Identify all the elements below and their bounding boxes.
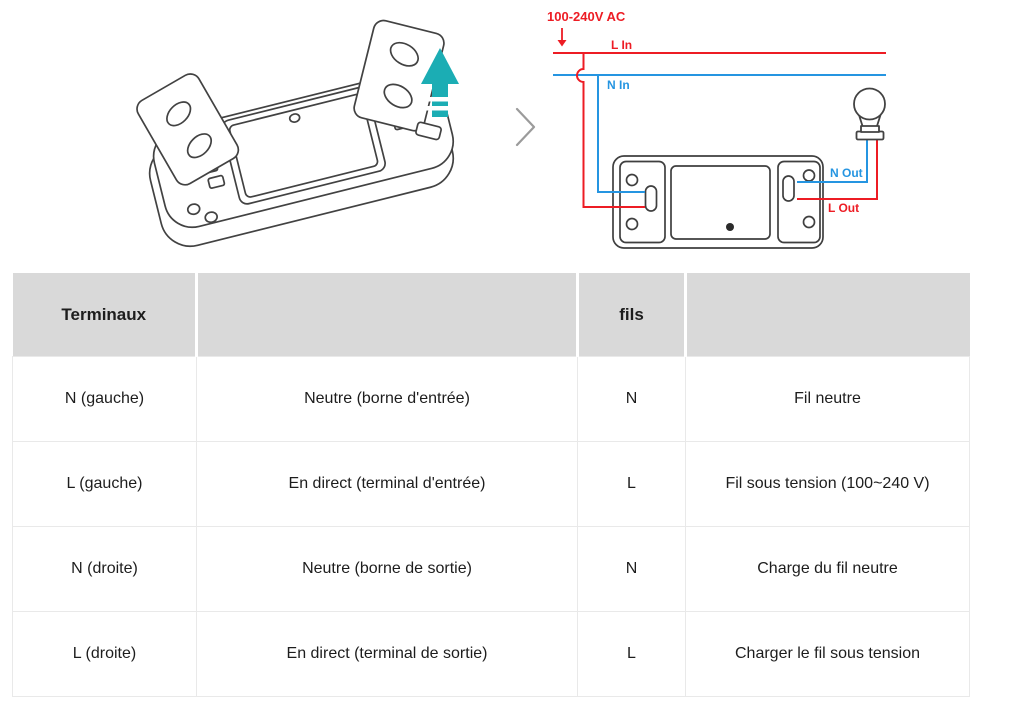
wire-desc-cell: Charge du fil neutre: [685, 526, 970, 612]
wire-cell: N: [577, 526, 686, 612]
live-input-drop-wire: [576, 53, 645, 208]
right-terminal-cover: [353, 19, 445, 141]
status-led-dot: [726, 223, 734, 231]
cover-latch: [415, 121, 442, 141]
screw-hole: [383, 83, 413, 109]
header-wire-description: [684, 273, 970, 357]
terminal-desc-cell: En direct (terminal d'entrée): [196, 441, 578, 527]
wiring-diagram: 100-240V AC L In N In: [547, 9, 886, 249]
screw-hole: [625, 173, 639, 187]
l-in-label: L In: [611, 38, 632, 52]
power-arrow-icon: [557, 28, 567, 47]
header-fils: fils: [576, 273, 686, 357]
terminal-desc-cell: Neutre (borne d'entrée): [196, 356, 578, 442]
terminal-cell: L (gauche): [12, 441, 197, 527]
n-in-label: N In: [607, 78, 630, 92]
left-terminal-cover: [136, 73, 240, 186]
live-out-wire: [797, 139, 878, 200]
wire-desc-cell: Fil sous tension (100~240 V): [685, 441, 970, 527]
neutral-input-drop-wire: [597, 75, 645, 193]
screw-hole: [802, 169, 816, 182]
terminal-desc-cell: En direct (terminal de sortie): [196, 611, 578, 697]
terminal-cell: L (droite): [12, 611, 197, 697]
left-wire-slot: [644, 185, 658, 212]
header-terminal-description: [195, 273, 578, 357]
table-row: N (droite) Neutre (borne de sortie) N Ch…: [12, 526, 970, 612]
terminal-wire-table: Terminaux fils N (gauche) Neutre (borne …: [12, 273, 970, 697]
screw-hole: [186, 133, 213, 159]
light-bulb-icon: [853, 87, 886, 141]
figures-area: 100-240V AC L In N In: [136, 9, 886, 249]
terminal-desc-cell: Neutre (borne de sortie): [196, 526, 578, 612]
terminal-cell: N (droite): [12, 526, 197, 612]
screw-hole: [389, 41, 419, 67]
wire-cell: N: [577, 356, 686, 442]
terminal-cell: N (gauche): [12, 356, 197, 442]
header-terminaux: Terminaux: [12, 273, 197, 357]
center-panel: [670, 165, 771, 240]
lift-arrow-icon: [421, 48, 459, 117]
terminal-table-section: Terminaux fils N (gauche) Neutre (borne …: [12, 273, 970, 697]
smart-switch-schematic: [612, 155, 824, 249]
chevron-right-icon: [515, 107, 536, 147]
button-knob: [288, 113, 301, 123]
table-header-row: Terminaux fils: [12, 273, 970, 357]
power-source-label: 100-240V AC: [547, 9, 626, 24]
table-row: L (gauche) En direct (terminal d'entrée)…: [12, 441, 970, 527]
right-wire-slot: [782, 175, 795, 202]
neutral-out-wire: [797, 139, 868, 183]
table-row: N (gauche) Neutre (borne d'entrée) N Fil…: [12, 356, 970, 442]
l-out-label: L Out: [828, 201, 859, 215]
wire-cell: L: [577, 441, 686, 527]
smart-switch-isometric-drawing: [136, 19, 455, 248]
wire-cell: L: [577, 611, 686, 697]
screw-hole: [166, 101, 192, 127]
wire-desc-cell: Fil neutre: [685, 356, 970, 442]
screw-hole: [625, 217, 639, 231]
wire-desc-cell: Charger le fil sous tension: [685, 611, 970, 697]
screw-hole: [802, 215, 816, 229]
left-terminal-block: [619, 160, 666, 244]
table-row: L (droite) En direct (terminal de sortie…: [12, 611, 970, 697]
n-out-label: N Out: [830, 166, 863, 180]
